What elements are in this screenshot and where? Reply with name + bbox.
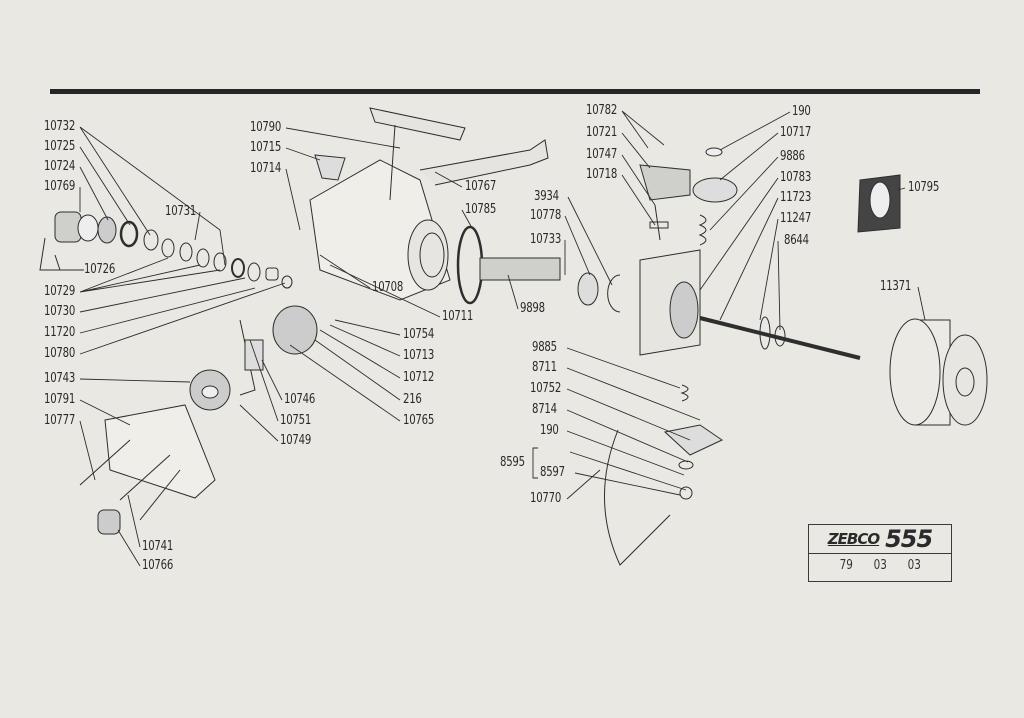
title-block: ZEBCO 555 79 03 03 <box>808 524 952 582</box>
part-label: 10749 <box>280 433 312 448</box>
part-label: 10785 <box>465 202 497 217</box>
part-label: 10741 <box>142 539 174 554</box>
part-label: 10754 <box>403 327 435 342</box>
model-number: 555 <box>885 525 933 553</box>
part-label: 10714 <box>250 161 282 176</box>
part-label: 10765 <box>403 413 435 428</box>
spool <box>889 318 988 426</box>
part-label: 10783 <box>780 170 812 185</box>
front-cone-parts <box>39 211 293 289</box>
part-label: 10746 <box>284 392 316 407</box>
part-label: 10731 <box>165 204 197 219</box>
part-label: 9885 <box>532 340 557 355</box>
part-label: 10733 <box>530 232 562 247</box>
part-label: 10743 <box>44 371 76 386</box>
part-label: 9898 <box>520 301 545 316</box>
part-label: 9886 <box>780 149 805 164</box>
part-label: 11720 <box>44 325 76 340</box>
part-label: 11247 <box>780 211 812 226</box>
part-label: 8644 <box>784 233 809 248</box>
part-label: 10780 <box>44 346 76 361</box>
part-label: 10751 <box>280 413 312 428</box>
part-label: 10717 <box>780 125 812 140</box>
code-month: 03 <box>873 558 887 573</box>
part-label: 11723 <box>780 190 812 205</box>
part-label: 10767 <box>465 179 497 194</box>
part-label: 10711 <box>442 309 474 324</box>
part-label: 10791 <box>44 392 76 407</box>
drag-parts <box>604 384 724 566</box>
part-label: 10778 <box>530 208 562 223</box>
part-label: 10730 <box>44 304 76 319</box>
rotor-housing <box>639 147 738 356</box>
part-label: 10790 <box>250 120 282 135</box>
part-label: 190 <box>540 423 559 438</box>
code-year: 79 <box>839 558 853 573</box>
part-label: 10747 <box>586 147 618 162</box>
leader-lines <box>55 110 926 567</box>
part-label: 10782 <box>586 103 618 118</box>
part-label: 10770 <box>530 491 562 506</box>
part-label: 10795 <box>908 180 940 195</box>
part-label: 11371 <box>880 279 912 294</box>
part-label: 8711 <box>532 360 557 375</box>
part-label: 10777 <box>44 413 76 428</box>
part-label: 10724 <box>44 159 76 174</box>
part-label: 10712 <box>403 370 435 385</box>
part-label: 10715 <box>250 140 282 155</box>
part-label: 10766 <box>142 558 174 573</box>
part-label: 10721 <box>586 125 618 140</box>
date-codes: 79 03 03 <box>809 554 951 573</box>
part-label: 10729 <box>44 284 76 299</box>
pinion-shaft <box>479 257 621 313</box>
reel-body <box>309 107 549 305</box>
part-label: 8595 <box>500 455 525 470</box>
part-label: 10725 <box>44 139 76 154</box>
brand-row: ZEBCO 555 <box>809 525 951 554</box>
crank-gear-parts <box>79 305 318 535</box>
part-label: 10769 <box>44 179 76 194</box>
part-label: 10718 <box>586 167 618 182</box>
part-label: 8714 <box>532 402 557 417</box>
part-label: 10732 <box>44 119 76 134</box>
part-label: 8597 <box>540 465 565 480</box>
code-revision: 03 <box>907 558 921 573</box>
part-label: 10726 <box>84 262 116 277</box>
brand-logo: ZEBCO <box>827 530 880 548</box>
spool-clip <box>857 174 901 233</box>
part-label: 3934 <box>534 189 559 204</box>
part-label: 216 <box>403 392 422 407</box>
part-label: 10752 <box>530 381 562 396</box>
part-label: 190 <box>792 104 811 119</box>
header-rule <box>50 89 980 94</box>
part-label: 10713 <box>403 348 435 363</box>
part-label: 10708 <box>372 280 404 295</box>
